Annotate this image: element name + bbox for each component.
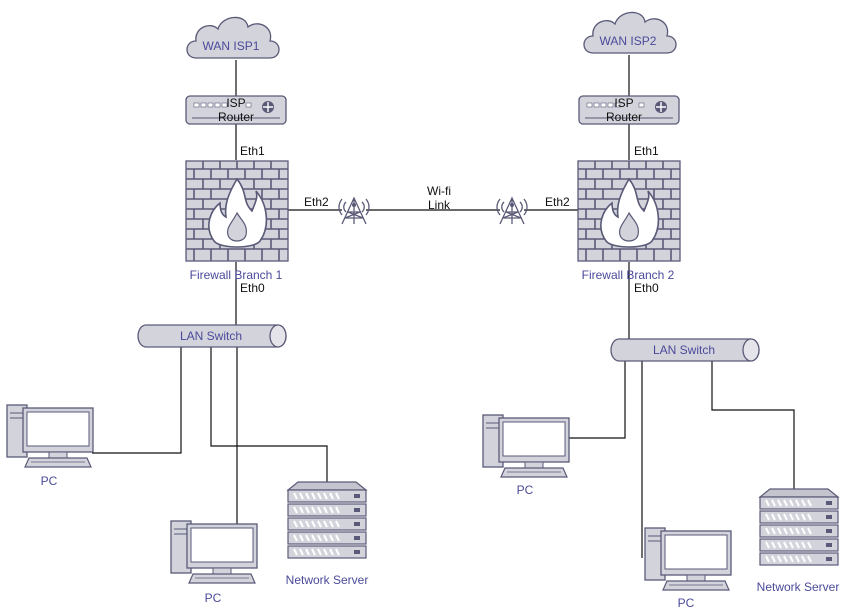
wan-isp2-cloud: WAN ISP2 (583, 11, 677, 54)
lan-switch-1: LAN Switch (137, 324, 287, 348)
wire-switch2-server2 (711, 361, 795, 491)
wire-switch2-pc1 (567, 361, 626, 439)
wire-switch1-server1 (210, 347, 328, 482)
network-server-2: Network Server (757, 488, 840, 594)
wan-isp2-label: WAN ISP2 (600, 34, 657, 48)
wire-switch1-pc1 (92, 347, 182, 454)
lan-switch-2: LAN Switch (610, 338, 760, 362)
firewall-branch-1: Firewall Branch 1 (185, 160, 289, 282)
eth2-label-branch2: Eth2 (545, 195, 570, 209)
eth0-label-branch2: Eth0 (634, 281, 659, 295)
wan-isp1-label: WAN ISP1 (203, 39, 260, 53)
network-server-1: Network Server (286, 481, 369, 587)
isp-router-1-label-line2: Router (218, 110, 254, 124)
firewall-branch-2-label: Firewall Branch 2 (582, 268, 675, 282)
lan-switch-1-label: LAN Switch (180, 329, 242, 343)
pc-branch2-b: PC (644, 527, 732, 610)
eth1-label-branch1: Eth1 (240, 144, 265, 158)
lan-switch-2-label: LAN Switch (653, 343, 715, 357)
network-server-2-label: Network Server (757, 580, 840, 594)
wifi-link-label-line2: Link (428, 198, 451, 212)
wifi-link-label: Wi-fi Link (427, 184, 451, 212)
isp-router-1-label-line1: ISP (226, 96, 245, 110)
pc-branch1-a: PC (6, 404, 94, 488)
eth1-label-branch2: Eth1 (634, 144, 659, 158)
pc-branch2-b-label: PC (678, 596, 695, 610)
firewall-branch-2: Firewall Branch 2 (577, 160, 681, 282)
branch-2: WAN ISP2 ISP Router Eth1 Firewall Branch… (482, 11, 840, 610)
pc-branch2-a-label: PC (517, 483, 534, 497)
pc-branch1-b-label: PC (205, 591, 222, 605)
connectors (92, 55, 795, 558)
branch-1: WAN ISP1 ISP Router Eth1 Firewall Branch… (6, 16, 370, 605)
eth2-label-branch1: Eth2 (304, 195, 329, 209)
eth0-label-branch1: Eth0 (240, 281, 265, 295)
pc-branch1-a-label: PC (41, 474, 58, 488)
antenna-2 (496, 197, 528, 225)
isp-router-2-label-line2: Router (606, 110, 642, 124)
network-server-1-label: Network Server (286, 573, 369, 587)
pc-branch2-a: PC (482, 414, 570, 497)
antenna-1 (338, 197, 370, 225)
wan-isp1-cloud: WAN ISP1 (186, 16, 280, 59)
wifi-link-label-line1: Wi-fi (427, 184, 451, 198)
isp-router-2: ISP Router (578, 95, 680, 125)
isp-router-1: ISP Router (185, 95, 287, 125)
isp-router-2-label-line1: ISP (614, 96, 633, 110)
firewall-branch-1-label: Firewall Branch 1 (190, 268, 283, 282)
pc-branch1-b: PC (170, 520, 258, 605)
